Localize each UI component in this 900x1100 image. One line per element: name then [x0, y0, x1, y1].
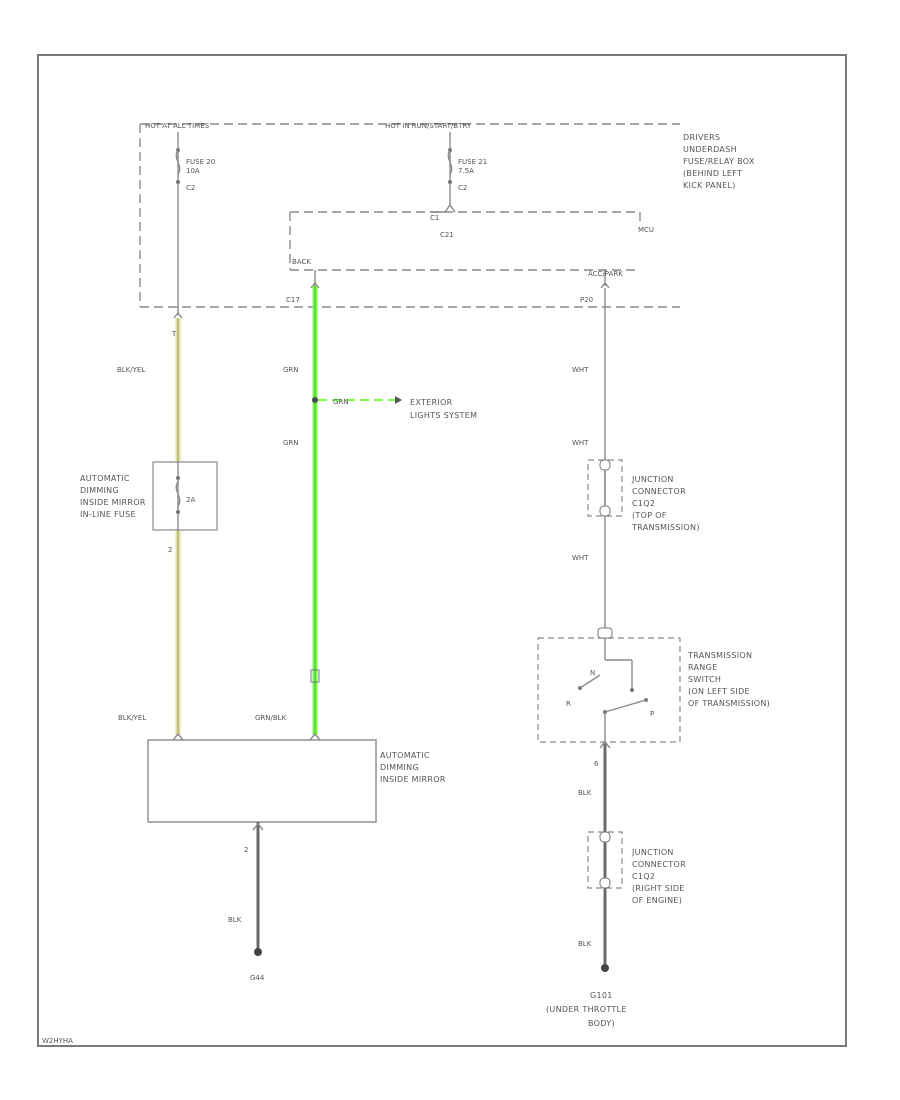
pin-p20: P20: [580, 296, 593, 304]
svg-text:CONNECTOR: CONNECTOR: [632, 860, 686, 869]
wire-label-grn-mid: GRN: [283, 439, 299, 447]
svg-text:TRANSMISSION): TRANSMISSION): [631, 523, 700, 532]
wire-label-blk-trans: BLK: [578, 789, 592, 797]
junction-c1-label: JUNCTION CONNECTOR C1Q2 (TOP OF TRANSMIS…: [631, 475, 700, 532]
wire-label-grn-splice: GRN: [333, 398, 349, 406]
svg-text:KICK PANEL): KICK PANEL): [683, 181, 736, 190]
svg-text:(UNDER THROTTLE: (UNDER THROTTLE: [546, 1005, 627, 1014]
hot-at-all-times-label: HOT AT ALL TIMES: [145, 122, 210, 130]
svg-text:C1Q2: C1Q2: [632, 499, 655, 508]
svg-text:(ON LEFT SIDE: (ON LEFT SIDE: [688, 687, 750, 696]
svg-text:DIMMING: DIMMING: [80, 486, 119, 495]
svg-text:10A: 10A: [186, 167, 200, 175]
wire-label-wht-mid: WHT: [572, 439, 589, 447]
svg-text:FUSE/RELAY BOX: FUSE/RELAY BOX: [683, 157, 755, 166]
svg-text:JUNCTION: JUNCTION: [631, 475, 674, 484]
svg-text:FUSE 21: FUSE 21: [458, 158, 487, 166]
svg-text:LIGHTS SYSTEM: LIGHTS SYSTEM: [410, 411, 477, 420]
svg-text:SWITCH: SWITCH: [688, 675, 721, 684]
fuse-box-label: DRIVERS UNDERDASH FUSE/RELAY BOX (BEHIND…: [683, 133, 755, 190]
svg-text:OF TRANSMISSION): OF TRANSMISSION): [688, 699, 770, 708]
trans-pos-r: R: [566, 700, 571, 708]
svg-text:FUSE 20: FUSE 20: [186, 158, 215, 166]
svg-text:C21: C21: [440, 231, 454, 239]
trans-out-pin: 6: [594, 760, 599, 768]
wire-label-blk-mirror: BLK: [228, 916, 242, 924]
fuse-21: FUSE 21 7.5A C2 C1 C21: [430, 132, 487, 239]
svg-text:INSIDE MIRROR: INSIDE MIRROR: [380, 775, 446, 784]
svg-text:INSIDE MIRROR: INSIDE MIRROR: [80, 498, 146, 507]
svg-text:BODY): BODY): [588, 1019, 615, 1028]
svg-text:C2: C2: [186, 184, 195, 192]
hot-in-run-label: HOT IN RUN/START/BTRY: [385, 122, 472, 130]
junction-connector-c2: [587, 831, 623, 889]
inline-fuse-pin: 2: [168, 546, 172, 554]
exterior-lights-label: EXTERIOR LIGHTS SYSTEM: [410, 398, 477, 420]
wire-label-grn-top: GRN: [283, 366, 299, 374]
footer-code: W2HYHA: [42, 1037, 73, 1045]
wire-label-grn-blk-bottom: GRN/BLK: [255, 714, 287, 722]
svg-text:(BEHIND LEFT: (BEHIND LEFT: [683, 169, 742, 178]
svg-text:UNDERDASH: UNDERDASH: [683, 145, 737, 154]
svg-text:OF ENGINE): OF ENGINE): [632, 896, 682, 905]
svg-text:CONNECTOR: CONNECTOR: [632, 487, 686, 496]
svg-text:EXTERIOR: EXTERIOR: [410, 398, 453, 407]
inline-fuse-rating: 2A: [186, 496, 195, 504]
trans-pos-n: N: [590, 669, 595, 677]
mcu-label: MCU: [638, 226, 654, 234]
ground-g101-label: G101 (UNDER THROTTLE BODY): [546, 991, 627, 1028]
trans-switch-label: TRANSMISSION RANGE SWITCH (ON LEFT SIDE …: [687, 651, 770, 708]
svg-text:AUTOMATIC: AUTOMATIC: [380, 751, 430, 760]
svg-text:(RIGHT SIDE: (RIGHT SIDE: [632, 884, 685, 893]
svg-text:RANGE: RANGE: [688, 663, 717, 672]
svg-text:7.5A: 7.5A: [458, 167, 474, 175]
wire-label-wht-top: WHT: [572, 366, 589, 374]
wire-label-blk-yel-bottom: BLK/YEL: [118, 714, 146, 722]
svg-text:TRANSMISSION: TRANSMISSION: [687, 651, 752, 660]
svg-text:IN-LINE FUSE: IN-LINE FUSE: [80, 510, 136, 519]
inline-fuse-label: AUTOMATIC DIMMING INSIDE MIRROR IN-LINE …: [80, 474, 146, 519]
transmission-range-switch: [537, 627, 681, 743]
svg-text:DRIVERS: DRIVERS: [683, 133, 720, 142]
mirror-label: AUTOMATIC DIMMING INSIDE MIRROR: [380, 751, 446, 784]
ground-g44-icon: [254, 948, 262, 956]
svg-text:G101: G101: [590, 991, 613, 1000]
pin-c17: C17: [286, 296, 300, 304]
junction-connector-c1: [587, 459, 623, 517]
svg-text:C1: C1: [430, 214, 439, 222]
svg-text:(TOP OF: (TOP OF: [632, 511, 667, 520]
fuse-relay-box: [139, 123, 680, 308]
svg-text:AUTOMATIC: AUTOMATIC: [80, 474, 130, 483]
trans-pos-p: P: [650, 710, 654, 718]
ground-g101-icon: [601, 964, 609, 972]
wire-grn: [310, 286, 402, 735]
wire-label-wht-low: WHT: [572, 554, 589, 562]
svg-text:C2: C2: [458, 184, 467, 192]
mirror-pin: 2: [244, 846, 248, 854]
auto-dimming-mirror: [147, 739, 377, 823]
diagram-border: [37, 54, 847, 1047]
fuse-20: FUSE 20 10A C2: [175, 132, 215, 315]
svg-text:C1Q2: C1Q2: [632, 872, 655, 881]
ground-g44-label: G44: [250, 974, 265, 982]
inline-fuse: 2A: [152, 461, 218, 531]
junction-c2-label: JUNCTION CONNECTOR C1Q2 (RIGHT SIDE OF E…: [631, 848, 686, 905]
svg-text:DIMMING: DIMMING: [380, 763, 419, 772]
svg-text:JUNCTION: JUNCTION: [631, 848, 674, 857]
back-label: BACK: [292, 258, 311, 266]
wire-label-blk-yel-top: BLK/YEL: [117, 366, 145, 374]
wire-label-blk-bottom: BLK: [578, 940, 592, 948]
